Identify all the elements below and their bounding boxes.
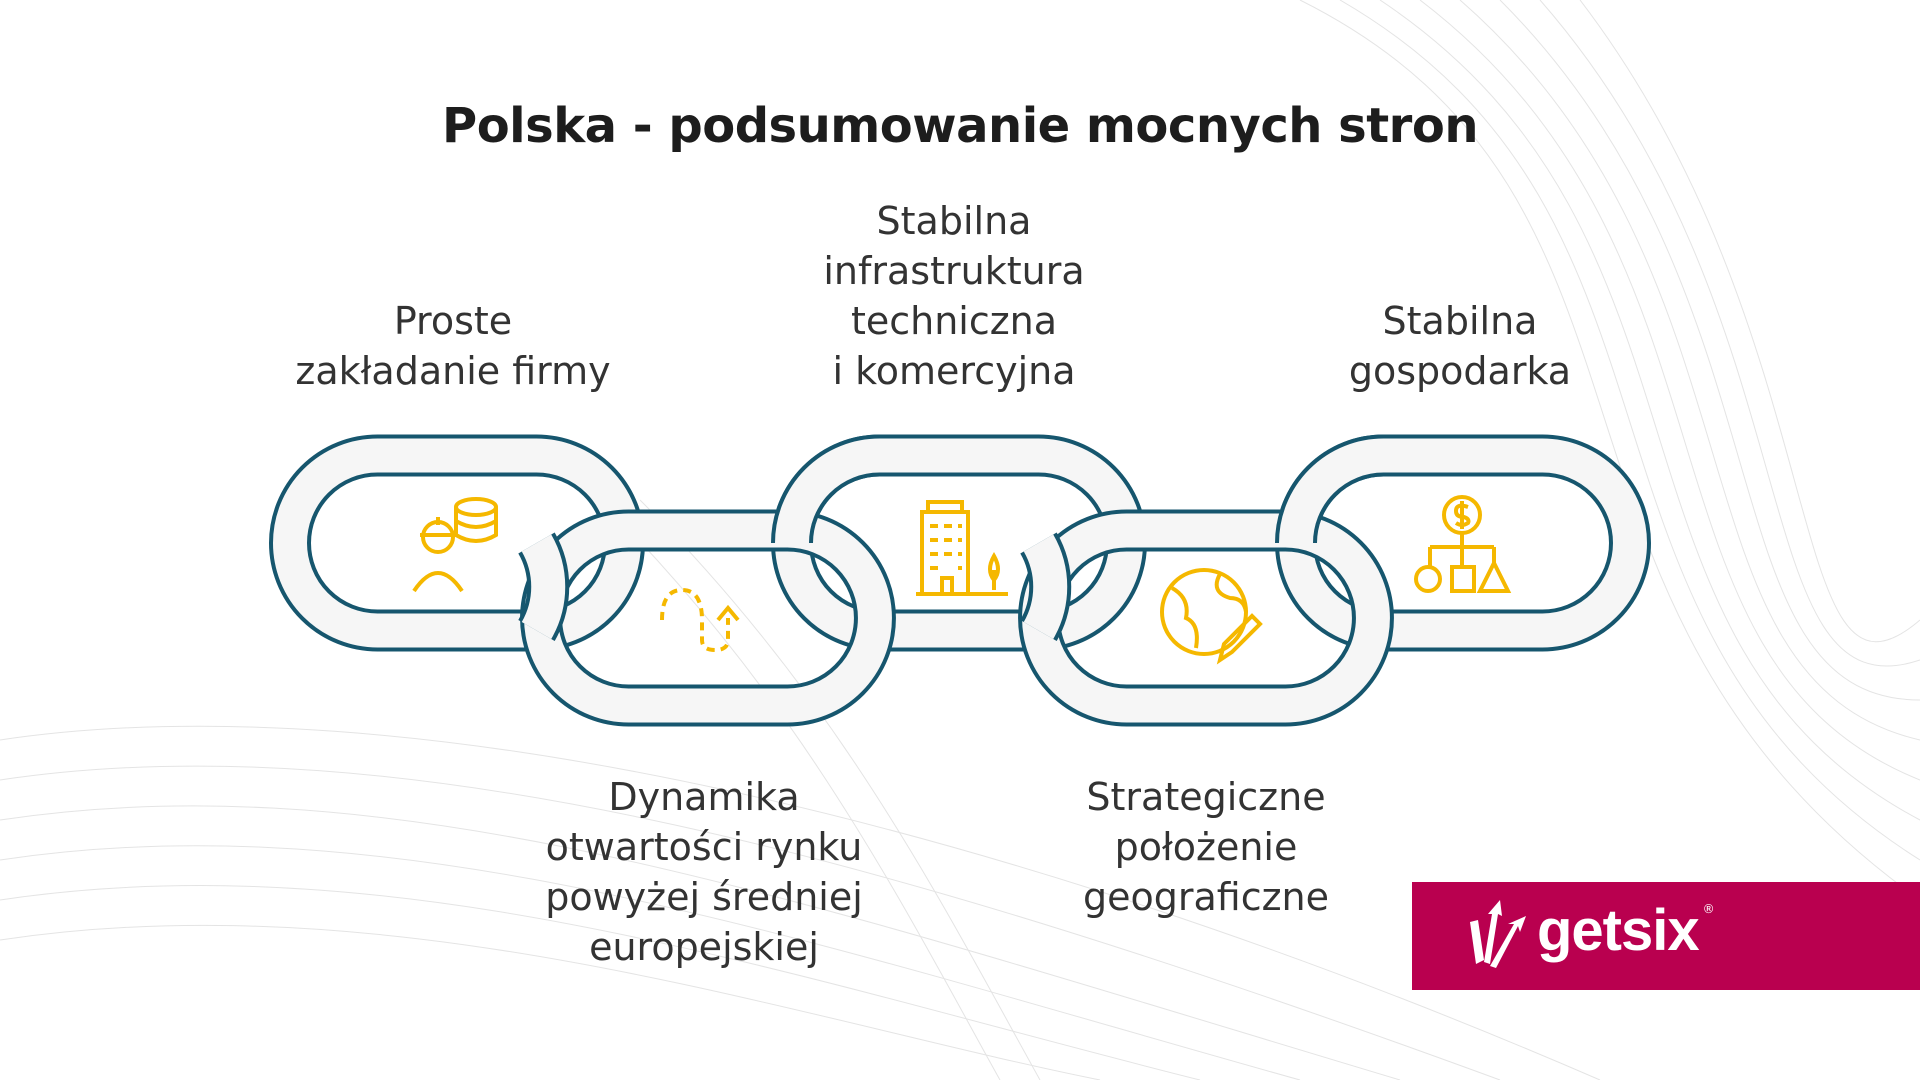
label-line: położenie [1114,825,1298,869]
worker-coins-icon [412,497,498,593]
registered-mark: ® [1702,902,1715,916]
label-line: europejskiej [589,925,819,969]
label-line: Dynamika [608,775,800,819]
label-line: gospodarka [1348,349,1572,393]
page-title: Polska - podsumowanie mocnych stron [442,98,1478,154]
arrows-logo-icon [1470,900,1526,968]
label-line: Proste [393,299,513,343]
chain-link-overlap [1023,534,1068,639]
label-line: geograficzne [1082,875,1330,919]
logo-text: getsix [1537,898,1700,963]
label-line: techniczna [850,299,1058,343]
getsix-logo: getsix ® [1412,882,1920,990]
globe-pencil-icon [1160,568,1263,665]
label-line: Stabilna [1382,299,1538,343]
label-strength-4: Strategiczne położenie geograficzne [976,772,1436,922]
label-line: i komercyjna [832,349,1076,393]
chain-link-overlap [1279,438,1385,544]
label-line: infrastruktura [823,249,1085,293]
label-line: zakładanie firmy [295,349,611,393]
label-strength-5: Stabilna gospodarka [1230,296,1690,396]
label-line: Stabilna [876,199,1032,243]
label-strength-3: Stabilna infrastruktura techniczna i kom… [724,196,1184,396]
dollar-hierarchy-icon [1414,495,1512,593]
label-strength-1: Proste zakładanie firmy [223,296,683,396]
chain-link-overlap [775,438,881,544]
label-line: powyżej średniej [545,875,863,919]
chain-link-overlap [521,534,566,639]
building-icon [916,500,1008,596]
label-strength-2: Dynamika otwartości rynku powyżej średni… [474,772,934,972]
label-line: Strategiczne [1086,775,1326,819]
logo-wordmark: getsix ® [1537,896,1715,966]
dashed-path-arrow-icon [660,587,740,653]
label-line: otwartości rynku [545,825,863,869]
